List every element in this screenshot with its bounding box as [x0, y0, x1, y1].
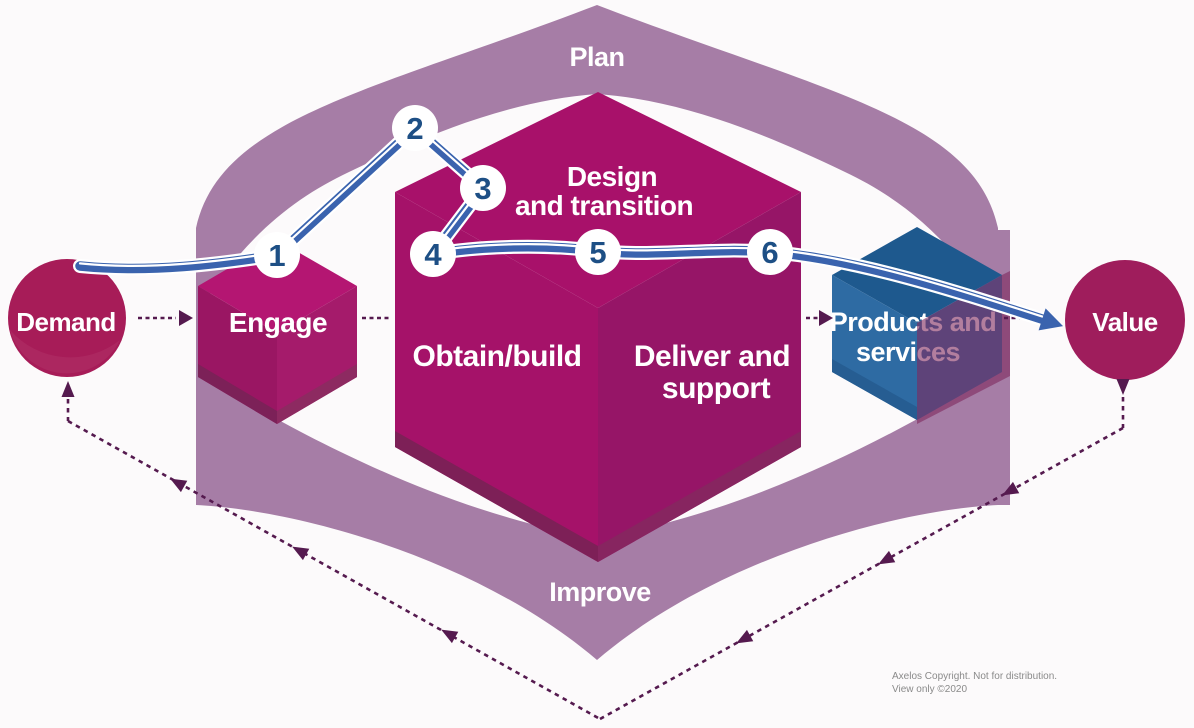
- deliver-label-line1: Deliver and: [634, 340, 790, 373]
- loop-arrow-icon: [441, 629, 459, 644]
- step-number-4: 4: [424, 237, 442, 272]
- journey-steps: 1 2 3 4 5 6: [254, 105, 793, 278]
- central-cube-base-right: [598, 431, 801, 562]
- loop-right-diagonal: [599, 426, 1124, 721]
- step-number-6: 6: [761, 235, 778, 270]
- loop-arrow-icon: [170, 478, 188, 493]
- journey-arrowhead-icon: [1038, 308, 1064, 331]
- step-number-1: 1: [268, 238, 285, 273]
- design-label-line1: Design: [567, 161, 657, 192]
- step-circle-6: 6: [747, 229, 793, 275]
- step-circle-3: 3: [460, 165, 506, 211]
- flow-arrowheads: [179, 310, 833, 326]
- plan-label: Plan: [569, 42, 624, 72]
- engage-cube-right-face: [277, 286, 357, 424]
- engage-label: Engage: [229, 307, 327, 338]
- step-circle-2: 2: [392, 105, 438, 151]
- engage-cube-left-face: [198, 286, 277, 424]
- design-label-line2: and transition: [515, 190, 693, 221]
- value-label: Value: [1092, 307, 1157, 337]
- demand-to-engage-arrow-icon: [179, 310, 193, 326]
- loop-left-diagonal: [67, 419, 601, 721]
- central-cube-top-face: [395, 92, 801, 308]
- arrow-out-of-value-icon: [1116, 379, 1130, 395]
- improve-label: Improve: [549, 577, 651, 607]
- products-cube-base-left: [832, 359, 917, 420]
- demand-node: [8, 259, 126, 377]
- copyright-line2: View only ©2020: [892, 684, 967, 695]
- improve-band: [196, 372, 998, 660]
- arrow-into-demand-icon: [61, 381, 75, 397]
- engage-cube-base-right: [277, 364, 357, 424]
- engage-cube-base-left: [198, 364, 277, 424]
- plan-band: [196, 5, 998, 316]
- demand-label: Demand: [16, 307, 116, 337]
- feedback-loop: [66, 397, 1125, 721]
- loop-arrow-icon: [1002, 481, 1020, 496]
- step-circle-4: 4: [410, 231, 456, 277]
- step-number-5: 5: [589, 235, 606, 270]
- obtain-build-label: Obtain/build: [413, 340, 582, 373]
- cube-to-products-arrow-icon: [819, 310, 833, 326]
- copyright-notice: Axelos Copyright. Not for distribution. …: [892, 671, 1057, 695]
- central-cube-base-left: [395, 431, 598, 562]
- step-circle-5: 5: [575, 229, 621, 275]
- deliver-label-line2: support: [662, 372, 771, 405]
- loop-arrow-icon: [878, 550, 896, 565]
- ring-corner-overlay: [917, 271, 1010, 424]
- loop-arrow-icon: [736, 629, 754, 644]
- value-node: [1065, 260, 1185, 380]
- demand-node-sheen: [10, 330, 120, 374]
- central-cube: [395, 92, 801, 562]
- step-circle-1: 1: [254, 232, 300, 278]
- loop-arrow-icon: [292, 546, 310, 561]
- loop-arrowheads: [61, 379, 1130, 644]
- step-number-2: 2: [406, 111, 423, 146]
- copyright-line1: Axelos Copyright. Not for distribution.: [892, 671, 1057, 682]
- step-number-3: 3: [474, 171, 491, 206]
